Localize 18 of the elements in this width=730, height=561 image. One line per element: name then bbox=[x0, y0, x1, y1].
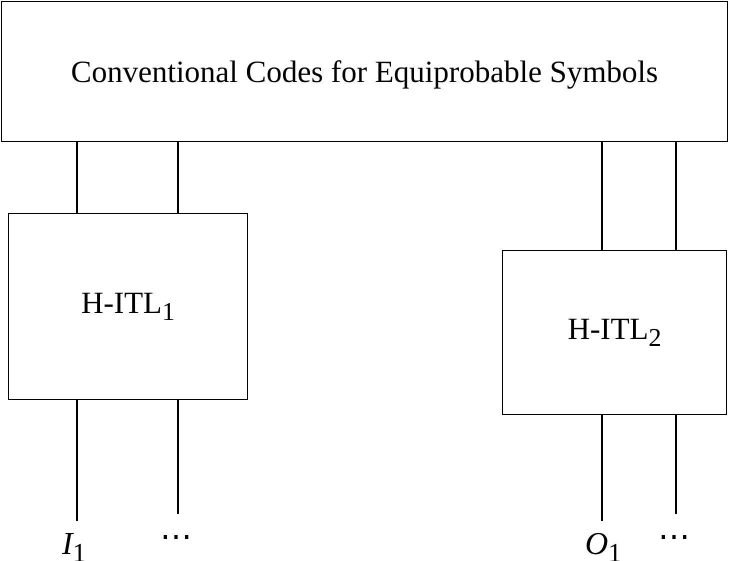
process-box bbox=[1, 1, 728, 142]
connector-line bbox=[177, 142, 179, 213]
connector-line bbox=[601, 142, 603, 250]
connector-line bbox=[675, 142, 677, 250]
connector-line bbox=[76, 142, 78, 213]
process-box bbox=[502, 250, 727, 415]
output-label: ⋯ bbox=[658, 520, 690, 552]
connector-line bbox=[675, 415, 677, 514]
box-label: H-ITL$_{1}$ bbox=[81, 284, 175, 329]
box-label: Conventional Codes for Equiprobable Symbols bbox=[70, 52, 658, 90]
output-label: I$_{1}$ bbox=[62, 527, 86, 561]
output-label: ⋯ bbox=[160, 520, 192, 552]
box-label: H-ITL$_{2}$ bbox=[568, 310, 662, 355]
process-box bbox=[8, 213, 248, 400]
connector-line bbox=[601, 415, 603, 521]
output-label: O$_{1}$ bbox=[585, 527, 622, 561]
connector-line bbox=[177, 400, 179, 514]
connector-line bbox=[76, 400, 78, 521]
